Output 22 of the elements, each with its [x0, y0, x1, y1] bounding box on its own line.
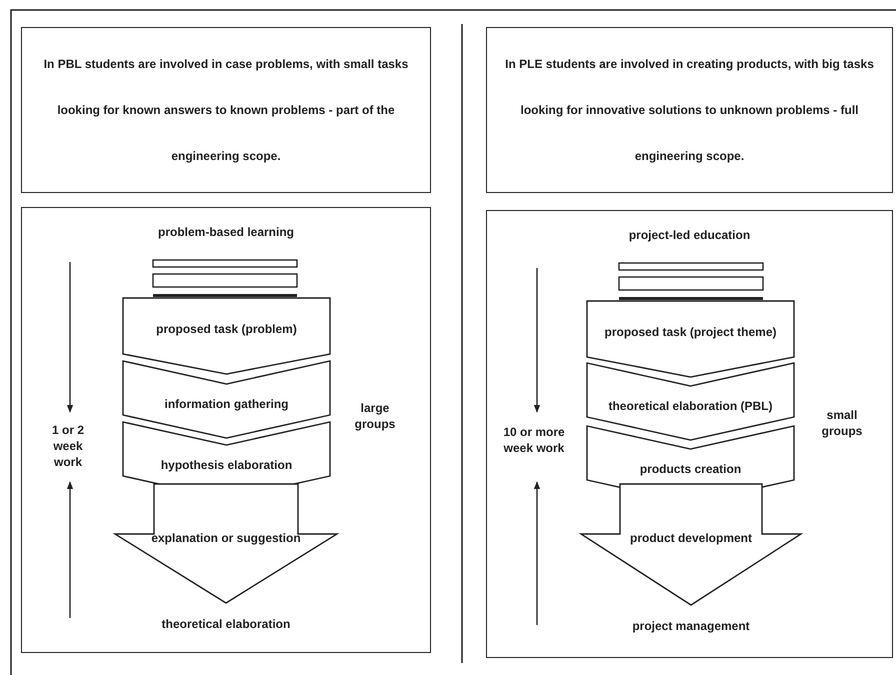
step-label: products creation	[640, 462, 742, 476]
step-label: proposed task (problem)	[156, 322, 297, 336]
panel-heading: project-led education	[628, 228, 752, 242]
panel-box	[21, 207, 431, 653]
description-text: In PBL students are involved in case problems, with small tasks looking for known answers to known problems - part of the engineering scope.	[42, 56, 410, 165]
panel-heading: problem-based learning	[156, 225, 296, 239]
side-label: large groups	[354, 400, 396, 432]
step-label: theoretical elaboration (PBL)	[608, 398, 773, 412]
outcome-label: theoretical elaboration	[160, 617, 292, 631]
description-text: In PLE students are involved in creating products, with big tasks looking for innovative solutions to unknown problems - full engineering scope.	[504, 56, 875, 165]
outcome-label: project management	[631, 619, 751, 633]
text-box	[21, 27, 431, 193]
step-label: information gathering	[164, 396, 288, 410]
text-box	[486, 27, 893, 193]
panel-box	[486, 210, 893, 658]
side-label: small groups	[820, 407, 864, 439]
step-label: explanation or suggestion	[151, 531, 301, 545]
step-label: proposed task (project theme)	[604, 325, 777, 339]
step-label: hypothesis elaboration	[160, 458, 292, 472]
side-label: 10 or more week work	[502, 424, 566, 456]
step-label: product development	[630, 531, 752, 545]
side-label: 1 or 2 week work	[50, 422, 85, 470]
